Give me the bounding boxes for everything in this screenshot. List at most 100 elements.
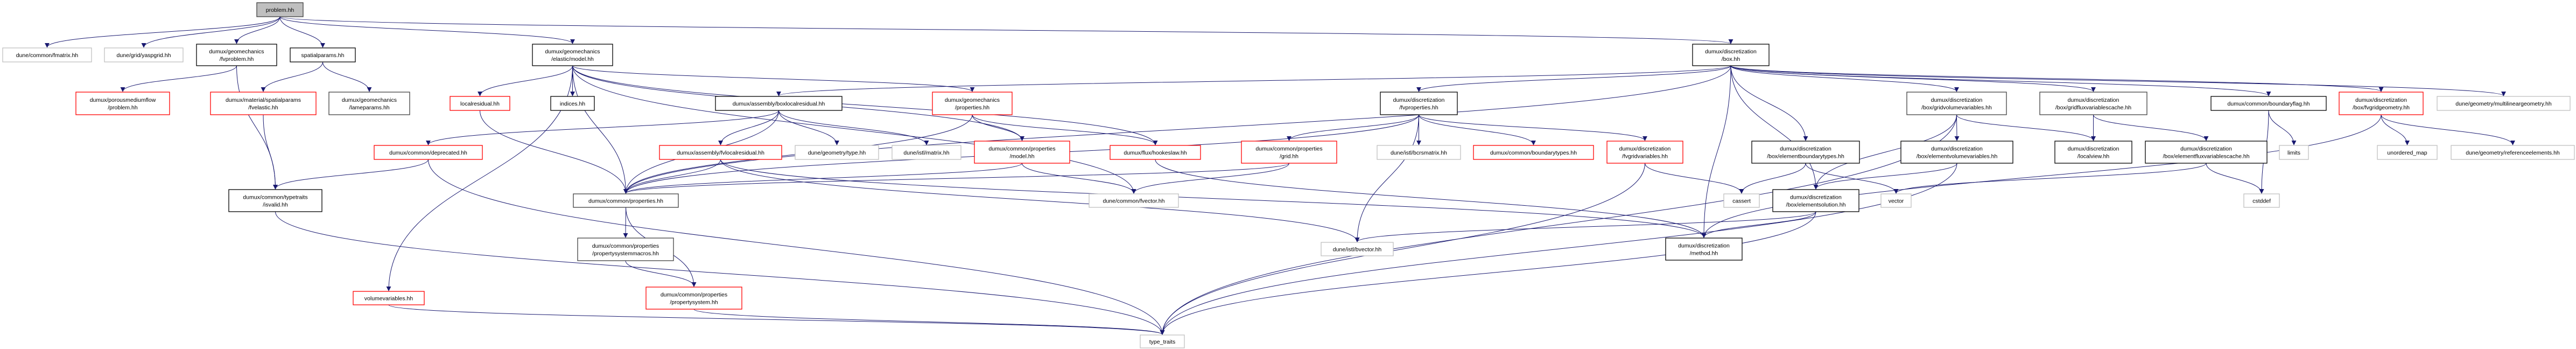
node-label: volumevariables.hh — [364, 296, 413, 302]
edge-box-to-method — [1701, 65, 1731, 238]
node-problem[interactable]: problem.hh — [256, 2, 304, 17]
node-label: dumux/material/spatialparams — [226, 97, 301, 103]
node-label: /isvalid.hh — [263, 202, 288, 208]
node-boundarytypes[interactable]: dumux/common/boundarytypes.hh — [1473, 145, 1594, 160]
edge-propsystem-to-typetraits — [693, 309, 1165, 335]
node-label: /lameparams.hh — [349, 104, 389, 111]
node-elemfluxcache[interactable]: dumux/discretization/box/elementfluxvari… — [2145, 141, 2268, 164]
node-localresidual[interactable]: localresidual.hh — [450, 96, 510, 111]
node-box — [1880, 193, 1912, 208]
node-isvalid[interactable]: dumux/common/typetraits/isvalid.hh — [228, 189, 322, 212]
node-geoprops[interactable]: dumux/geomechanics/properties.hh — [932, 92, 1013, 115]
node-gridvolvars[interactable]: dumux/discretization/box/gridvolumevaria… — [1906, 92, 2007, 115]
node-box — [1772, 189, 1859, 212]
edge-problem-to-box — [279, 16, 1733, 44]
node-fvgridvariables[interactable]: dumux/discretization/fvgridvariables.hh — [1606, 141, 1683, 164]
node-boundaryflag[interactable]: dumux/common/boundaryflag.hh — [2210, 96, 2327, 111]
node-label: limits — [2287, 150, 2300, 156]
edge-geoprops-to-hookeslaw — [972, 114, 1158, 145]
node-fvproblem[interactable]: dumux/geomechanics/fvproblem.hh — [196, 44, 277, 66]
node-typetraits[interactable]: type_traits — [1140, 334, 1185, 348]
edge-elasticmodel-to-fvector — [572, 65, 1136, 194]
node-elasticmodel[interactable]: dumux/geomechanics/elastic/model.hh — [532, 44, 613, 66]
node-method[interactable]: dumux/discretization/method.hh — [1665, 238, 1743, 261]
edge-elemboundarytypes-to-vector — [1805, 163, 1899, 194]
node-geomtype[interactable]: dune/geometry/type.hh — [795, 145, 879, 160]
node-commonprops[interactable]: dumux/common/properties.hh — [573, 193, 679, 208]
node-fvproperties[interactable]: dumux/discretization/fvproperties.hh — [1380, 92, 1458, 115]
node-label: indices.hh — [560, 101, 585, 107]
node-propmodel[interactable]: dumux/common/properties/model.hh — [974, 141, 1070, 164]
node-fvelastic[interactable]: dumux/material/spatialparams/fvelastic.h… — [210, 92, 317, 115]
node-label: dumux/common/boundarytypes.hh — [1490, 150, 1577, 156]
node-pmproblem[interactable]: dumux/porousmediumflow/problem.hh — [75, 92, 170, 115]
node-label: /box/elementboundarytypes.hh — [1767, 153, 1844, 160]
node-propmacros[interactable]: dumux/common/properties/propertysystemma… — [577, 238, 674, 261]
node-lameparams[interactable]: dumux/geomechanics/lameparams.hh — [328, 92, 410, 115]
edge-problem-to-fmatrix — [45, 16, 280, 48]
edge-box-to-boxlocalresidual — [776, 65, 1731, 96]
node-spatialparams[interactable]: spatialparams.hh — [290, 47, 356, 62]
edge-gridvolvars-to-elemsolution — [1813, 114, 1957, 190]
edge-problem-to-yaspgrid — [141, 16, 280, 48]
node-label: /box/elementsolution.hh — [1786, 202, 1846, 208]
node-volvars[interactable]: volumevariables.hh — [353, 291, 425, 305]
edge-propmacros-to-propsystem — [625, 260, 697, 287]
node-propgrid[interactable]: dumux/common/properties/grid.hh — [1241, 141, 1337, 164]
node-hookeslaw[interactable]: dumux/flux/hookeslaw.hh — [1110, 145, 1201, 160]
node-fvgridgeometry[interactable]: dumux/discretization/box/fvgridgeometry.… — [2339, 92, 2424, 115]
node-fvlocalresidual[interactable]: dumux/assembly/fvlocalresidual.hh — [659, 145, 782, 160]
node-deprecated[interactable]: dumux/common/deprecated.hh — [374, 145, 483, 160]
node-box — [1692, 44, 1770, 66]
node-label: dumux/discretization — [1393, 97, 1445, 103]
node-boxlocalresidual[interactable]: dumux/assembly/boxlocalresidual.hh — [715, 96, 843, 111]
node-indices[interactable]: indices.hh — [550, 96, 595, 111]
node-cassert[interactable]: cassert — [1723, 193, 1760, 208]
node-fvector[interactable]: dune/common/fvector.hh — [1089, 193, 1179, 208]
node-label: dumux/common/properties — [661, 292, 727, 298]
node-box — [2339, 92, 2424, 115]
node-gridfluxcache[interactable]: dumux/discretization/box/gridfluxvariabl… — [2039, 92, 2147, 115]
node-label: dumux/discretization — [1790, 194, 1842, 201]
node-label: /model.hh — [1009, 153, 1034, 160]
node-yaspgrid[interactable]: dune/grid/yaspgrid.hh — [104, 47, 184, 62]
node-box — [1140, 334, 1185, 348]
node-label: dumux/discretization — [1619, 146, 1671, 152]
node-istlmatrix[interactable]: dune/istl/matrix.hh — [892, 145, 961, 160]
node-box — [75, 92, 170, 115]
node-localview[interactable]: dumux/discretization/localview.hh — [2054, 141, 2132, 164]
node-elemsolution[interactable]: dumux/discretization/box/elementsolution… — [1772, 189, 1859, 212]
node-vector[interactable]: vector — [1880, 193, 1912, 208]
node-box — [573, 193, 679, 208]
node-label: dune/geometry/type.hh — [808, 150, 866, 156]
node-multilinear[interactable]: dune/geometry/multilineargeometry.hh — [2437, 96, 2571, 111]
edge-spatialparams-to-fvelastic — [261, 61, 323, 92]
node-box — [2243, 193, 2280, 208]
node-label: /fvproperties.hh — [1399, 104, 1438, 111]
node-fmatrix[interactable]: dune/common/fmatrix.hh — [2, 47, 92, 62]
node-elemboundarytypes[interactable]: dumux/discretization/box/elementboundary… — [1751, 141, 1860, 164]
node-refelements[interactable]: dune/geometry/referenceelements.hh — [2451, 145, 2575, 160]
node-bvector[interactable]: dune/istl/bvector.hh — [1321, 242, 1394, 256]
node-bcrsmatrix[interactable]: dune/istl/bcrsmatrix.hh — [1377, 145, 1461, 160]
node-label: /method.hh — [1690, 250, 1718, 257]
node-propsystem[interactable]: dumux/common/properties/propertysystem.h… — [645, 287, 742, 310]
node-label: dune/geometry/multilineargeometry.hh — [2455, 101, 2552, 107]
node-label: dumux/common/properties — [1255, 146, 1322, 152]
node-label: dumux/common/boundaryflag.hh — [2228, 101, 2310, 107]
edge-fvgridvariables-to-typetraits — [1160, 163, 1645, 335]
node-box[interactable]: dumux/discretization/box.hh — [1692, 44, 1770, 66]
edge-boxlocalresidual-to-geomtype — [778, 110, 839, 145]
node-label: /box.hh — [1722, 56, 1740, 62]
node-label: dumux/discretization — [2180, 146, 2232, 152]
node-cstddef[interactable]: cstddef — [2243, 193, 2280, 208]
node-elemvolvars[interactable]: dumux/discretization/box/elementvolumeva… — [1900, 141, 2013, 164]
node-label: dumux/common/properties — [988, 146, 1055, 152]
node-label: dumux/common/properties — [592, 243, 659, 249]
node-label: /grid.hh — [1280, 153, 1298, 160]
node-label: dumux/geomechanics — [545, 48, 600, 55]
edge-fvproperties-to-propgrid — [1287, 114, 1419, 141]
node-unorderedmap[interactable]: unordered_map — [2377, 145, 2438, 160]
node-limits[interactable]: limits — [2279, 145, 2309, 160]
node-label: /box/elementvolumevariables.hh — [1917, 153, 1998, 160]
